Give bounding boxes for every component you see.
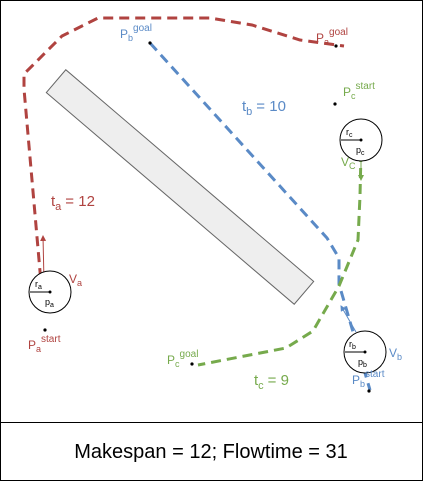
goal-label-a: Pagoal bbox=[316, 27, 348, 47]
goal-point-b bbox=[148, 41, 152, 45]
time-label-a: ta= 12 bbox=[51, 193, 95, 213]
goal-label-c: Pcgoal bbox=[167, 349, 198, 369]
start-label-c: Pcstart bbox=[343, 81, 375, 101]
radius-label-b: rb bbox=[349, 339, 356, 351]
obstacle bbox=[45, 69, 315, 305]
path-agent-b bbox=[148, 41, 372, 391]
goal-point-a bbox=[334, 44, 338, 48]
start-label-b: Pbstart bbox=[352, 369, 385, 389]
position-label-a: pa bbox=[45, 297, 54, 309]
start-point-c bbox=[333, 102, 337, 106]
start-point-b bbox=[367, 389, 371, 393]
velocity-arrow-b bbox=[340, 305, 357, 333]
time-label-b: tb= 10 bbox=[242, 98, 286, 118]
path-agent-a bbox=[22, 16, 345, 295]
velocity-label-c: VC bbox=[341, 155, 356, 171]
start-point-a bbox=[43, 328, 47, 332]
start-label-a: Pastart bbox=[28, 334, 61, 354]
velocity-label-b: Vb bbox=[389, 346, 402, 362]
goal-label-b: Pbgoal bbox=[120, 23, 152, 43]
agent-b: rb pb bbox=[343, 330, 387, 374]
path-agent-c bbox=[197, 151, 363, 367]
radius-label-a: ra bbox=[35, 279, 42, 291]
goal-point-c bbox=[190, 362, 194, 366]
radius-label-c: rc bbox=[346, 127, 353, 139]
caption-text: Makespan = 12; Flowtime = 31 bbox=[74, 441, 347, 463]
agent-a: ra pa bbox=[28, 270, 72, 314]
velocity-label-a: Va bbox=[69, 272, 82, 288]
position-label-b: pb bbox=[358, 357, 367, 369]
position-label-c: pc bbox=[356, 145, 365, 157]
time-label-c: tc= 9 bbox=[254, 372, 289, 392]
agent-c: rc pc bbox=[339, 118, 383, 162]
